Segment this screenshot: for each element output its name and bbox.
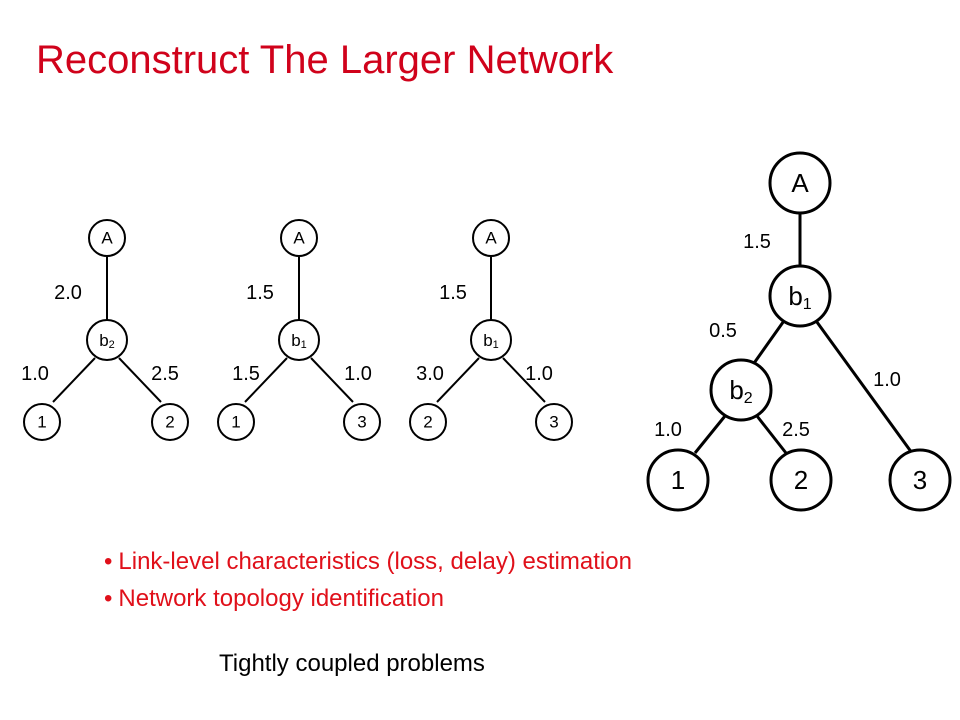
edge-branch-left: [244, 357, 288, 403]
edge-label-root: 1.5: [246, 282, 274, 304]
node-right: 3: [343, 403, 381, 441]
edge-branch-right: [310, 357, 354, 403]
node-leaf3-label: 3: [913, 465, 927, 495]
edge-label-root: 1.5: [439, 282, 467, 304]
edge-label-left: 3.0: [416, 363, 444, 385]
node-right-label: 2: [165, 413, 174, 432]
node-left-label: 2: [423, 413, 432, 432]
edge-label-root: 2.0: [54, 282, 82, 304]
footer-text: Tightly coupled problems: [219, 650, 485, 677]
node-root: A: [768, 151, 832, 215]
bullet-item: Link-level characteristics (loss, delay)…: [104, 543, 632, 580]
node-root: A: [472, 219, 510, 257]
small-tree-1: A b2 1 2 2.0 1.0 2.5: [21, 219, 189, 441]
node-left-label: 1: [37, 413, 46, 432]
node-b2-label: b2: [729, 375, 752, 407]
edge-branch-left: [52, 357, 96, 403]
edge-branch-right: [118, 357, 162, 403]
edge-label-right: 1.0: [525, 363, 553, 385]
node-leaf3: 3: [888, 448, 952, 512]
edge-label-a-b1: 1.5: [743, 231, 771, 253]
edge-label-left: 1.5: [232, 363, 260, 385]
node-left: 1: [217, 403, 255, 441]
small-tree-3: A b1 2 3 1.5 3.0 1.0: [409, 219, 573, 441]
edge-label-b1-b2: 0.5: [709, 320, 737, 342]
node-root-label: A: [485, 229, 497, 248]
edge-label-b2-leaf1: 1.0: [654, 419, 682, 441]
node-left: 1: [23, 403, 61, 441]
node-branch: b2: [86, 319, 128, 361]
node-leaf1-label: 1: [671, 465, 685, 495]
node-right: 3: [535, 403, 573, 441]
edge-branch-right: [502, 357, 546, 403]
small-tree-2: A b1 1 3 1.5 1.5 1.0: [217, 219, 381, 441]
edge-label-b1-leaf3: 1.0: [873, 369, 901, 391]
node-b1: b1: [768, 264, 832, 328]
node-b1-label: b1: [788, 281, 811, 313]
node-leaf2-label: 2: [794, 465, 808, 495]
large-tree: A b1 b2 1 2 3 1.5 0.5 1.0 1.0 2.5: [646, 151, 952, 512]
node-root-label: A: [101, 229, 113, 248]
slide-title: Reconstruct The Larger Network: [36, 38, 614, 82]
edge-b2-leaf2: [755, 415, 788, 454]
node-right: 2: [151, 403, 189, 441]
edge-label-right: 2.5: [151, 363, 179, 385]
node-root: A: [280, 219, 318, 257]
node-left: 2: [409, 403, 447, 441]
edge-b2-leaf1: [693, 415, 727, 454]
bullet-list: Link-level characteristics (loss, delay)…: [104, 543, 632, 617]
node-right-label: 3: [549, 413, 558, 432]
bullet-item: Network topology identification: [104, 580, 632, 617]
node-right-label: 3: [357, 413, 366, 432]
node-branch: b1: [470, 319, 512, 361]
node-branch-label: b1: [291, 331, 307, 352]
node-root: A: [88, 219, 126, 257]
node-leaf2: 2: [769, 448, 833, 512]
node-branch-label: b1: [483, 331, 499, 352]
node-branch-label: b2: [99, 331, 115, 352]
node-root-label: A: [791, 168, 809, 198]
node-leaf1: 1: [646, 448, 710, 512]
node-b2: b2: [709, 358, 773, 422]
edge-branch-left: [436, 357, 480, 403]
edge-label-b2-leaf2: 2.5: [782, 419, 810, 441]
edge-label-left: 1.0: [21, 363, 49, 385]
edge-b1-leaf3: [812, 317, 914, 454]
edge-b1-b2: [750, 317, 788, 367]
node-branch: b1: [278, 319, 320, 361]
node-root-label: A: [293, 229, 305, 248]
node-left-label: 1: [231, 413, 240, 432]
edge-label-right: 1.0: [344, 363, 372, 385]
